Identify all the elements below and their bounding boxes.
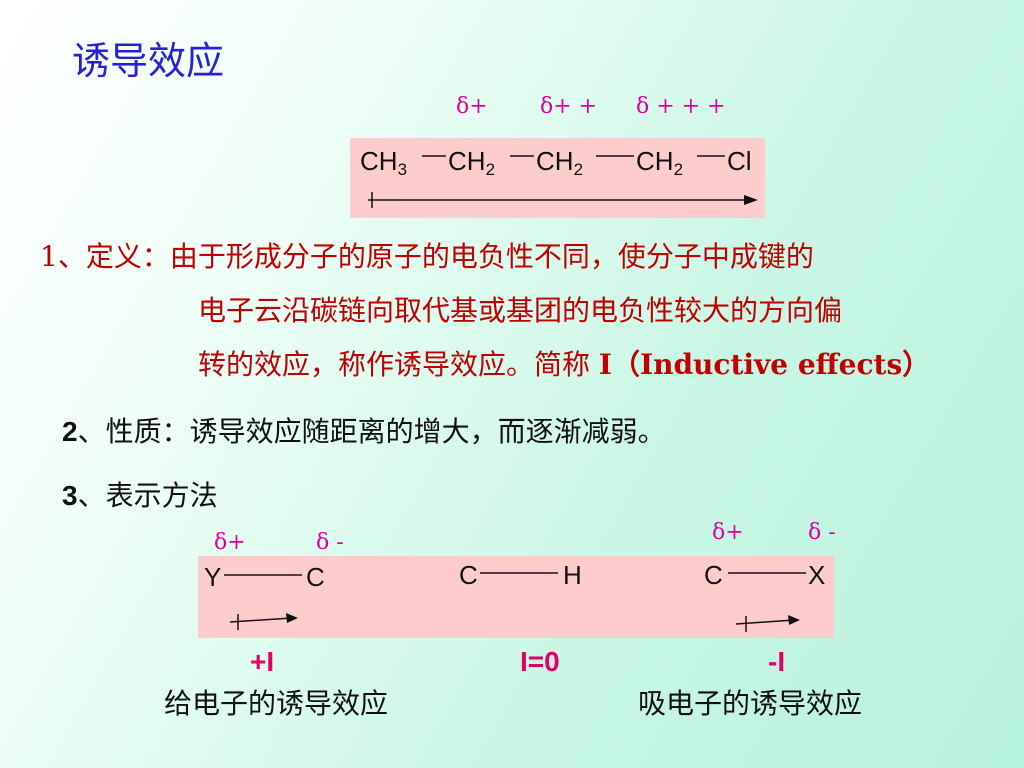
property-number: 2 — [62, 416, 78, 447]
caption-electron-donating: 给电子的诱导效应 — [164, 687, 389, 720]
definition-line-1: 由于形成分子的原子的电负性不同，使分子中成键的 — [169, 240, 814, 273]
top-formula-bonds — [368, 155, 758, 208]
atom-x: X — [808, 560, 826, 590]
group-cl: Cl — [727, 146, 752, 176]
definition-paragraph: 1、定义：由于形成分子的原子的电负性不同，使分子中成键的 电子云沿碳链向取代基或… — [40, 230, 1020, 392]
delta-plus-left: δ+ — [214, 530, 246, 555]
left-arrow-head — [286, 613, 298, 623]
label-i-zero: I=0 — [520, 646, 560, 677]
atom-c-left: C — [306, 562, 325, 592]
delta-label-2: δ+ + — [540, 94, 598, 119]
top-formula: CH3 — [360, 146, 407, 180]
atom-h: H — [563, 560, 582, 590]
right-arrow-head — [788, 615, 800, 625]
delta-minus-right: δ - — [808, 520, 836, 545]
bottom-diagram-box — [198, 556, 834, 638]
notation-text: 、表示方法 — [77, 479, 218, 512]
left-arrow-shaft — [229, 617, 293, 623]
definition-abbrev: I（Inductive effects） — [598, 348, 931, 381]
atom-c-right: C — [704, 560, 723, 590]
delta-label-3: δ + + + — [636, 94, 726, 119]
bottom-diagram-bonds — [224, 572, 806, 632]
property-line: 2、性质：诱导效应随距离的增大，而逐渐减弱。 — [62, 410, 666, 450]
delta-minus-left: δ - — [316, 530, 344, 555]
slide-title: 诱导效应 — [72, 39, 225, 83]
group-ch2-a: CH2 — [448, 146, 496, 179]
delta-plus-right: δ+ — [712, 520, 744, 545]
definition-prefix: 1、定义： — [40, 240, 170, 273]
group-ch2-b: CH2 — [536, 146, 584, 179]
delta-label-1: δ+ — [456, 94, 488, 119]
right-arrow-shaft — [735, 619, 795, 625]
group-ch3: CH3 — [360, 146, 408, 179]
property-text: 、性质：诱导效应随距离的增大，而逐渐减弱。 — [77, 415, 666, 448]
group-ch2-c: CH2 — [636, 146, 684, 179]
top-formula-box — [350, 138, 765, 218]
definition-line-2: 电子云沿碳链向取代基或基团的电负性较大的方向偏 — [198, 294, 843, 327]
atom-y: Y — [204, 562, 222, 592]
definition-line-3: 转的效应，称作诱导效应。简称 — [198, 348, 599, 381]
notation-heading: 3、表示方法 — [62, 474, 218, 514]
label-plus-i: +I — [250, 646, 275, 677]
label-minus-i: -I — [768, 646, 786, 677]
notation-number: 3 — [62, 480, 78, 511]
top-arrow-head — [744, 195, 758, 205]
atom-c-middle: C — [459, 560, 478, 590]
caption-electron-withdrawing: 吸电子的诱导效应 — [638, 687, 863, 720]
